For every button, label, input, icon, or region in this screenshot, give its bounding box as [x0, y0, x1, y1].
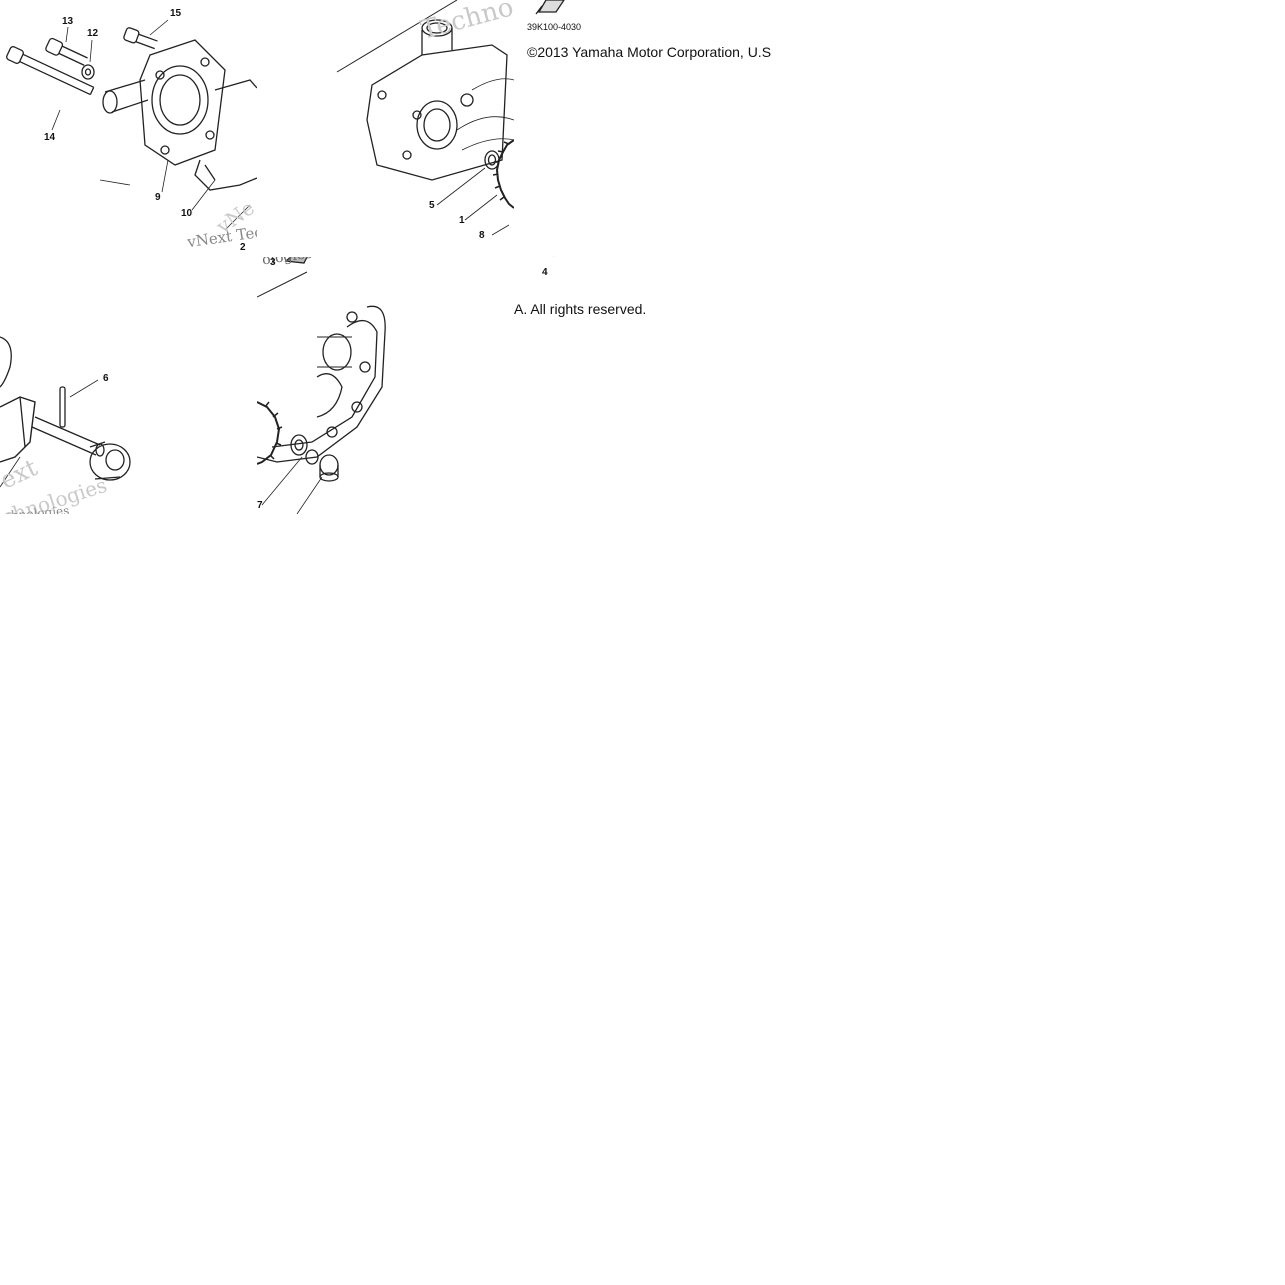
diagram-tile-legend: 39K100-4030 ©2013 Yamaha Motor Corporati…: [514, 0, 771, 257]
callout-10: 10: [181, 208, 193, 219]
bracket-and-case-drawing: [257, 271, 386, 514]
callout-9: 9: [155, 192, 161, 203]
gear-7-arc: [257, 401, 281, 465]
gasket-10: [194, 79, 257, 191]
diagram-tile-crankcase: 5 1 8 Techno: [257, 0, 514, 257]
circlip: [305, 449, 319, 465]
callout-3: 3: [270, 257, 276, 268]
front-arrow-icon: [535, 0, 565, 15]
gear-8-edge: [495, 139, 514, 209]
callout-2: 2: [240, 242, 246, 253]
diagram-tile-rights: 4 A. All rights reserved.: [514, 257, 771, 514]
callout-13: 13: [62, 16, 74, 27]
copyright-line-2: A. All rights reserved.: [514, 301, 647, 317]
washer-12: [81, 64, 95, 80]
diagram-tile-impeller: 6 ext chnologies Technologies: [0, 257, 257, 514]
callout-1: 1: [459, 215, 465, 226]
callout-4: 4: [542, 267, 548, 278]
callout-14: 14: [44, 132, 56, 143]
bolt-15: [123, 27, 158, 50]
pin-6: [59, 386, 66, 428]
pump-cover-9: [139, 39, 226, 166]
copyright-line-1: ©2013 Yamaha Motor Corporation, U.S.A: [527, 44, 771, 60]
pump-shaft: [31, 416, 101, 456]
pump-cover-drawing: [6, 19, 257, 231]
long-bolt-14: [6, 46, 95, 96]
callout-8: 8: [479, 230, 485, 241]
callout-5: 5: [429, 200, 435, 211]
diagram-tile-pump-cover: 13 12 15 14 9 10 vNext Tec vNe: [0, 0, 257, 257]
impeller-shaft-drawing: [0, 336, 131, 488]
crankcase-drawing: [336, 0, 514, 236]
bolt-13: [45, 37, 88, 66]
callout-6: 6: [103, 373, 109, 384]
callout-7: 7: [257, 500, 263, 511]
diagram-tile-bracket: ologies 7: [257, 257, 514, 514]
callout-12: 12: [87, 28, 99, 39]
bracket-part: [284, 257, 308, 264]
bearing: [89, 443, 131, 481]
part-code-label: 39K100-4030: [527, 22, 582, 32]
callout-15: 15: [170, 8, 182, 19]
